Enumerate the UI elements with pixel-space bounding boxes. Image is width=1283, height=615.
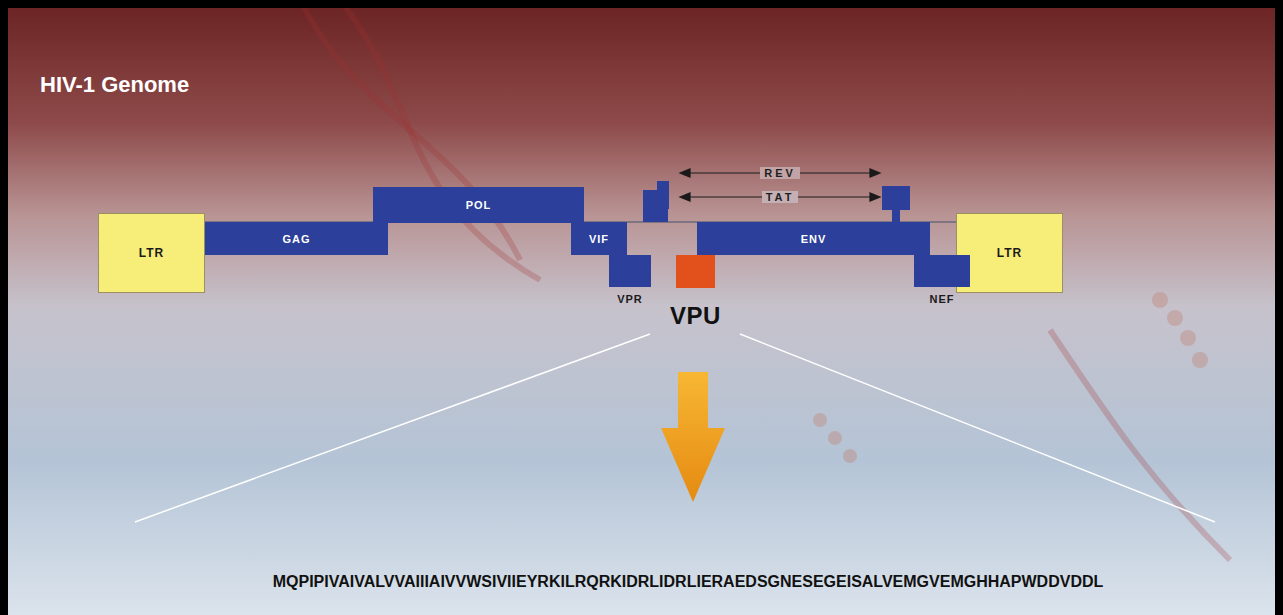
leader-line <box>135 334 1215 522</box>
gene-box: VIF <box>571 222 627 255</box>
gene-label: VIF <box>589 233 609 245</box>
bead-decoration <box>813 292 1208 463</box>
highlighted-gene-box: VPU <box>676 255 715 288</box>
gene-label: ENV <box>801 233 827 245</box>
gene-box: GAG <box>205 222 388 255</box>
frame <box>0 0 8 615</box>
span-label: TAT <box>762 191 799 203</box>
gene-name: VPU <box>670 302 721 330</box>
gene-box: VPR <box>609 255 651 287</box>
ltr-box: LTR <box>98 213 205 293</box>
gene-name: NEF <box>930 293 955 305</box>
ltr-box: LTR <box>956 213 1063 293</box>
frame <box>1275 0 1283 615</box>
gene-name: VPR <box>617 293 643 305</box>
gene-box: NEF <box>914 255 970 287</box>
gene-label: LTR <box>139 246 164 260</box>
gene-label: LTR <box>997 246 1022 260</box>
amino-acid-sequence: MQPIPIVAIVALVVAIIIAIVVWSIVIIEYRKILRQRKID… <box>273 573 1104 591</box>
gene-box: POL <box>373 187 584 223</box>
gene-label: POL <box>466 199 492 211</box>
dna-decoration <box>300 0 1230 560</box>
expansion-arrow <box>661 372 725 502</box>
frame <box>0 0 1283 8</box>
gene-label: GAG <box>282 233 310 245</box>
title: HIV-1 Genome <box>40 72 189 98</box>
span-label: REV <box>760 167 800 179</box>
gene-box: ENV <box>697 222 930 255</box>
exon-box <box>643 181 910 222</box>
